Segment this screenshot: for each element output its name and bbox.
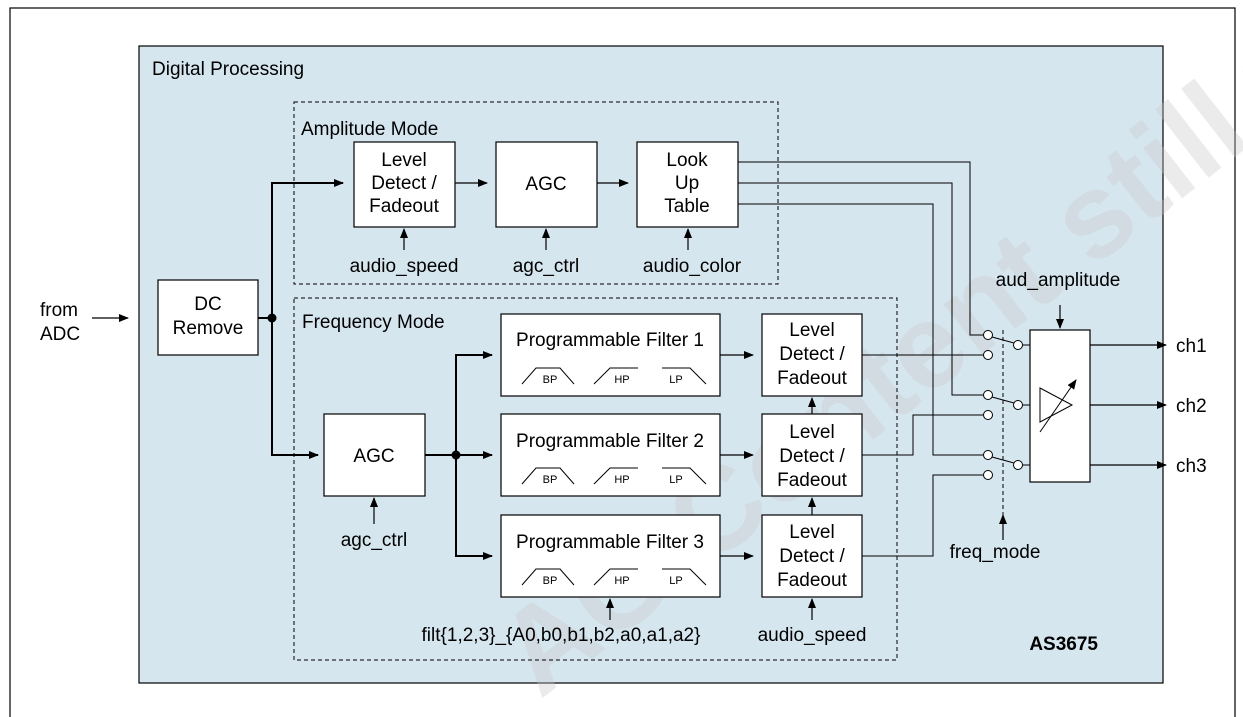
bp-shape-icon: [521, 467, 575, 485]
hp-shape-icon: [593, 467, 638, 485]
amp-lut-l2: Up: [675, 173, 699, 194]
filter-3-label: Programmable Filter 3: [516, 532, 704, 553]
amplitude-mode-box: [293, 101, 779, 285]
ld2-l3: Fadeout: [777, 470, 847, 491]
lp-shape-icon: [662, 367, 707, 385]
lp-shape-icon: [662, 467, 707, 485]
coeffs-label: filt{1,2,3}_{A0,b0,b1,b2,a0,a1,a2}: [422, 625, 701, 646]
bp-label: BP: [543, 374, 558, 386]
digital-processing-label: Digital Processing: [152, 59, 304, 80]
ld3-l1: Level: [789, 522, 834, 543]
freq-level-detect-1: Level Detect / Fadeout: [761, 313, 863, 397]
bp-shape-icon: [521, 367, 575, 385]
lut-out-1: [738, 161, 983, 336]
freq-level-detect-2: Level Detect / Fadeout: [761, 413, 863, 497]
ld2-l2: Detect /: [779, 446, 845, 467]
amp-lut-l3: Table: [664, 196, 709, 217]
dc-remove-label-1: DC: [194, 294, 221, 315]
ld3-l3: Fadeout: [777, 570, 847, 591]
lp-label: LP: [669, 374, 682, 386]
ld2-out: [862, 414, 983, 456]
input-label-adc: ADC: [40, 324, 80, 345]
dc-remove-label-2: Remove: [173, 318, 244, 339]
amp-agc-block: [495, 141, 598, 228]
filter-1-label: Programmable Filter 1: [516, 330, 704, 351]
amplifier-triangle-icon: [1039, 387, 1074, 423]
switch2-b-contact: [983, 410, 993, 420]
switch3-common: [1013, 460, 1023, 470]
amp-agc-ctrl-label: agc_ctrl: [513, 256, 580, 277]
variable-gain-arrow-icon: [1039, 379, 1077, 433]
amp-level-detect-l1: Level: [381, 150, 426, 171]
filter-2: Programmable Filter 2 BP HP LP: [500, 413, 721, 497]
switch1-common: [1013, 340, 1023, 350]
ch3-label: ch3: [1176, 456, 1207, 477]
amplitude-scaler-block: [1029, 329, 1091, 483]
lp-label: LP: [669, 474, 682, 486]
filter-1: Programmable Filter 1 BP HP LP: [500, 313, 721, 397]
filter-3: Programmable Filter 3 BP HP LP: [500, 514, 721, 598]
amp-level-detect-block: [353, 141, 456, 228]
freq-agc-block: [323, 413, 426, 497]
lp-shape-icon: [662, 568, 707, 586]
amp-audio-color-label: audio_color: [643, 256, 742, 277]
hp-label: HP: [614, 374, 629, 386]
amp-level-detect-l3: Fadeout: [369, 196, 439, 217]
switch3-a-contact: [983, 450, 993, 460]
switch1-a-contact: [983, 330, 993, 340]
to-filter1-arrow: [455, 351, 493, 455]
switch3-b-contact: [983, 470, 993, 480]
amp-lut-l1: Look: [666, 150, 708, 171]
bp-label: BP: [543, 474, 558, 486]
aud-amplitude-label: aud_amplitude: [996, 270, 1121, 291]
ld1-l2: Detect /: [779, 344, 845, 365]
switch1-b-contact: [983, 350, 993, 360]
lut-out-2: [738, 182, 983, 396]
filter-2-block: [500, 413, 721, 497]
freq-agc-label: AGC: [353, 446, 394, 467]
freq-mode-label: freq_mode: [950, 542, 1041, 563]
amp-lut-block: [636, 141, 739, 228]
amp-level-detect-l2: Detect /: [371, 173, 437, 194]
filter-2-label: Programmable Filter 2: [516, 431, 704, 452]
lp-label: LP: [669, 575, 682, 587]
ld3-out: [862, 474, 983, 557]
bp-label: BP: [543, 575, 558, 587]
hp-shape-icon: [593, 568, 638, 586]
ld1-l1: Level: [789, 320, 834, 341]
frequency-mode-title: Frequency Mode: [302, 312, 445, 333]
amp-agc-label: AGC: [525, 174, 566, 195]
input-label-from: from: [40, 300, 78, 321]
ld3-l2: Detect /: [779, 546, 845, 567]
hp-label: HP: [614, 474, 629, 486]
filter-1-block: [500, 313, 721, 397]
to-amplitude-arrow: [271, 179, 344, 318]
filter-3-block: [500, 514, 721, 598]
freq-audio-speed-label: audio_speed: [758, 625, 867, 646]
freq-level-detect-3: Level Detect / Fadeout: [761, 514, 863, 598]
ch2-label: ch2: [1176, 396, 1207, 417]
to-filter3-arrow: [455, 455, 493, 560]
hp-shape-icon: [593, 367, 638, 385]
switch2-a-contact: [983, 390, 993, 400]
chip-name-label: AS3675: [1029, 634, 1098, 655]
ld2-l1: Level: [789, 422, 834, 443]
amplitude-mode-title: Amplitude Mode: [301, 119, 438, 140]
mode-switches: [983, 330, 1023, 480]
switch2-common: [1013, 400, 1023, 410]
hp-label: HP: [614, 575, 629, 587]
lut-out-3: [738, 203, 983, 456]
frequency-mode-box: [293, 297, 898, 661]
freq-agc-ctrl-label: agc_ctrl: [341, 530, 408, 551]
ch1-label: ch1: [1176, 336, 1207, 357]
to-frequency-arrow: [271, 318, 319, 459]
bp-shape-icon: [521, 568, 575, 586]
ld1-l3: Fadeout: [777, 368, 847, 389]
amp-audio-speed-label: audio_speed: [350, 256, 459, 277]
